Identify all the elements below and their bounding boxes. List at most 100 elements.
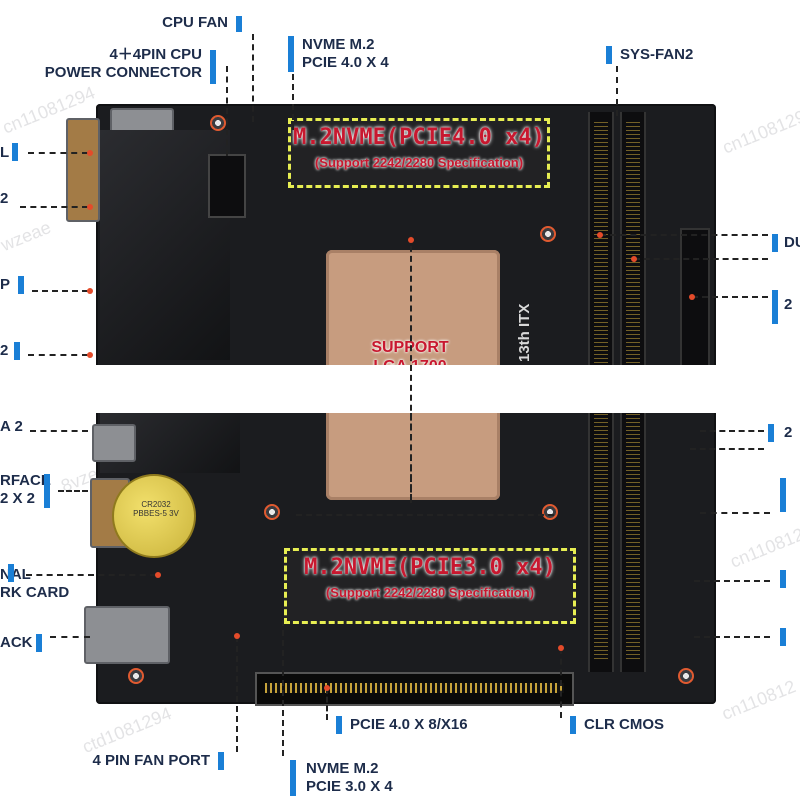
- label-line: POWER CONNECTOR: [44, 64, 202, 81]
- leader-line: [292, 74, 294, 130]
- label-line: RFACE: [0, 472, 51, 489]
- marker-dot: [631, 256, 637, 262]
- battery-text: CR2032 PBBES-5 3V: [133, 500, 179, 518]
- label-fan-port: 4 PIN FAN PORT: [92, 752, 210, 769]
- mount-screw: [678, 668, 694, 684]
- label-line: 4＋4PIN CPU: [109, 46, 202, 63]
- label-line: PCIE 3.0 X 4: [306, 778, 393, 795]
- label-cpu-power: 4＋4PIN CPU POWER CONNECTOR: [40, 46, 202, 82]
- pcie-x16-slot: [255, 672, 574, 706]
- usb-port-stack: [92, 424, 136, 462]
- leader-line: [690, 448, 764, 450]
- leader-line: [282, 620, 284, 756]
- leader-line: [30, 430, 88, 432]
- leader-line: [296, 514, 554, 516]
- label-clr-cmos: CLR CMOS: [584, 716, 664, 733]
- label-left-5: A 2: [0, 418, 23, 435]
- leader-line: [50, 636, 90, 638]
- accent-bar: [288, 36, 294, 72]
- marker-dot: [87, 288, 93, 294]
- cpu-power-connector: [208, 154, 246, 218]
- accent-bar: [772, 234, 778, 252]
- leader-line: [634, 258, 768, 260]
- label-right-1: DU: [784, 234, 800, 251]
- leader-line: [692, 296, 768, 298]
- label-left-1: L: [0, 144, 10, 161]
- leader-line: [700, 430, 764, 432]
- accent-bar: [12, 143, 18, 161]
- label-left-8: ACK: [0, 634, 33, 651]
- leader-line: [600, 234, 768, 236]
- accent-bar: [570, 716, 576, 734]
- label-nvme-bottom: NVME M.2 PCIE 3.0 X 4: [306, 760, 393, 796]
- accent-bar: [236, 16, 242, 32]
- accent-bar: [210, 50, 216, 84]
- accent-bar: [8, 564, 14, 582]
- cmos-battery: [112, 474, 196, 558]
- leader-line: [20, 206, 88, 208]
- label-left-2: 2: [0, 190, 9, 207]
- leader-line: [252, 34, 254, 122]
- leader-line: [28, 354, 88, 356]
- leader-line: [326, 688, 328, 720]
- accent-bar: [218, 752, 224, 770]
- accent-bar: [44, 474, 50, 508]
- label-cpu-fan: CPU FAN: [162, 14, 228, 31]
- leader-line: [694, 636, 770, 638]
- accent-bar: [290, 760, 296, 796]
- marker-dot: [408, 237, 414, 243]
- marker-dot: [689, 294, 695, 300]
- leader-line: [410, 413, 412, 503]
- label-line: NVME M.2: [302, 36, 375, 53]
- leader-line: [28, 152, 88, 154]
- watermark: ctd1081294: [79, 703, 175, 757]
- marker-dot: [155, 572, 161, 578]
- m2-top-title: M.2NVME(PCIE4.0 x4): [293, 125, 545, 150]
- label-line: 2 X 2: [0, 490, 36, 507]
- leader-line: [410, 236, 412, 500]
- leader-line: [236, 636, 238, 752]
- leader-line: [700, 512, 770, 514]
- image-crop-band: [0, 365, 800, 413]
- m2-slot-bottom: M.2NVME(PCIE3.0 x4) (Support 2242/2280 S…: [284, 548, 576, 624]
- label-nvme-top: NVME M.2 PCIE 4.0 X 4: [302, 36, 389, 72]
- accent-bar: [780, 478, 786, 512]
- marker-dot: [87, 352, 93, 358]
- marker-dot: [234, 633, 240, 639]
- accent-bar: [606, 46, 612, 64]
- mount-screw: [264, 504, 280, 520]
- marker-dot: [324, 685, 330, 691]
- mount-screw: [542, 504, 558, 520]
- io-shield-top: [110, 108, 174, 134]
- mount-screw: [210, 115, 226, 131]
- watermark: cn1108129: [727, 520, 800, 572]
- accent-bar: [36, 634, 42, 652]
- label-line: NAL: [0, 566, 31, 583]
- m2-bottom-title: M.2NVME(PCIE3.0 x4): [304, 555, 556, 580]
- leader-line: [694, 580, 770, 582]
- m2-slot-top: M.2NVME(PCIE4.0 x4) (Support 2242/2280 S…: [288, 118, 550, 188]
- accent-bar: [18, 276, 24, 294]
- label-sys-fan2: SYS-FAN2: [620, 46, 694, 63]
- label-left-4: 2: [0, 342, 9, 359]
- marker-dot: [558, 645, 564, 651]
- mount-screw: [128, 668, 144, 684]
- label-right-2: 2: [784, 296, 793, 313]
- label-line: NVME M.2: [306, 760, 379, 777]
- atx-24pin-connector: [680, 228, 710, 382]
- m2-bottom-subtitle: (Support 2242/2280 Specification): [325, 585, 535, 600]
- audio-jack: [84, 606, 170, 664]
- leader-line: [32, 290, 88, 292]
- leader-line: [226, 66, 228, 156]
- label-left-7: NAL RK CARD: [0, 566, 69, 602]
- label-right-3: 2: [784, 424, 793, 441]
- marker-dot: [597, 232, 603, 238]
- m2-top-subtitle: (Support 2242/2280 Specification): [314, 155, 524, 170]
- accent-bar: [780, 628, 786, 646]
- accent-bar: [780, 570, 786, 588]
- leader-line: [560, 648, 562, 718]
- accent-bar: [336, 716, 342, 734]
- accent-bar: [772, 290, 778, 324]
- label-left-3: P: [0, 276, 11, 293]
- watermark: wzeae: [0, 217, 54, 256]
